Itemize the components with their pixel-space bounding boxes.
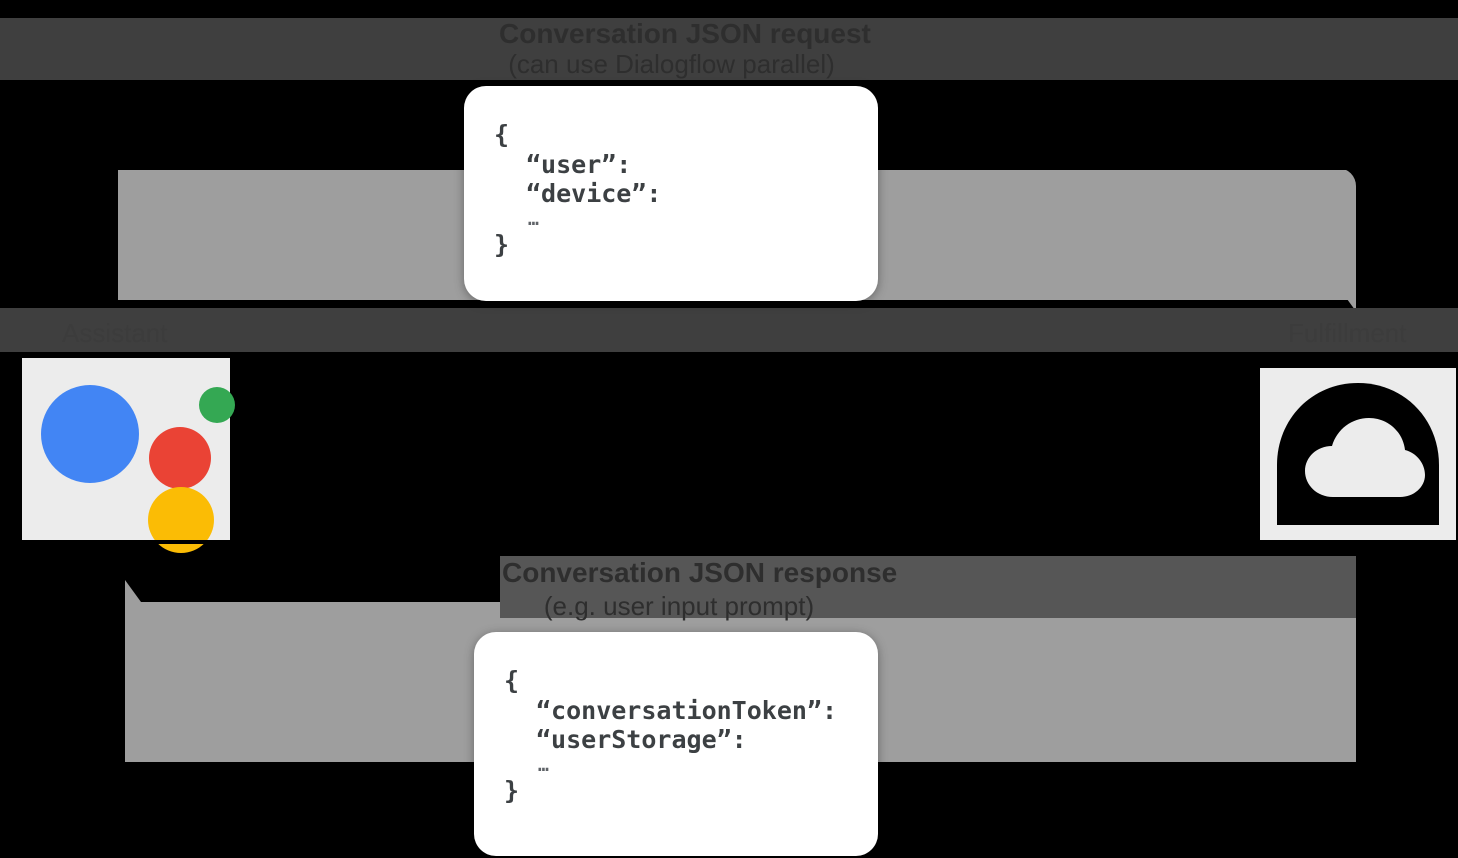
request-json-field-user: “user”: — [526, 149, 632, 179]
separator-line-upper — [0, 352, 1458, 356]
cloud-functions-glyph — [1277, 383, 1439, 525]
node-row-strip — [0, 308, 1458, 356]
request-json-close: } — [494, 229, 510, 259]
occluder-top-left — [0, 78, 466, 170]
request-json-field-device: “device”: — [526, 179, 662, 208]
request-caption-line1: Conversation JSON request — [499, 18, 871, 49]
request-caption-line2: (can use Dialogflow parallel) — [508, 49, 835, 79]
response-json-field-user-storage: “userStorage”: — [536, 725, 747, 754]
request-json-open: { — [494, 120, 510, 149]
occluder-top-right — [878, 78, 1458, 170]
response-json-ellipsis: … — [538, 754, 549, 776]
fulfillment-node-label: Fulfillment — [1288, 318, 1407, 348]
assistant-node-label: Assistant — [62, 318, 168, 348]
response-json-close: } — [504, 775, 520, 805]
response-caption-line1: Conversation JSON response — [502, 557, 898, 588]
response-json-field-conversation-token: “conversationToken”: — [536, 695, 838, 725]
assistant-dot-blue — [41, 385, 139, 483]
assistant-node-tile[interactable] — [22, 358, 235, 553]
occluder-bottom-left — [0, 602, 125, 858]
occluder-middle-black — [230, 356, 1260, 542]
cloud-functions-icon — [1273, 379, 1443, 529]
fulfillment-node-tile[interactable] — [1260, 368, 1456, 540]
assistant-dot-green — [199, 387, 235, 423]
request-json-card: { “user”: “device”: … } — [464, 86, 878, 301]
occluder-lower-left — [0, 542, 125, 602]
google-assistant-logo-icon — [31, 369, 235, 553]
request-json-ellipsis: … — [528, 208, 539, 230]
occluder-band-left — [0, 168, 118, 308]
occluder-top — [0, 0, 1458, 18]
occluder-mid-left — [0, 356, 22, 542]
assistant-dot-red — [149, 427, 211, 489]
response-caption-strip — [500, 556, 1356, 618]
separator-line-lower — [0, 540, 1458, 544]
occluder-band-right — [1356, 168, 1458, 308]
response-json-card: { “conversationToken”: “userStorage”: … … — [474, 632, 878, 856]
request-caption-strip — [0, 18, 1458, 80]
response-caption-line2: (e.g. user input prompt) — [543, 591, 815, 621]
response-json-open: { — [504, 666, 520, 695]
